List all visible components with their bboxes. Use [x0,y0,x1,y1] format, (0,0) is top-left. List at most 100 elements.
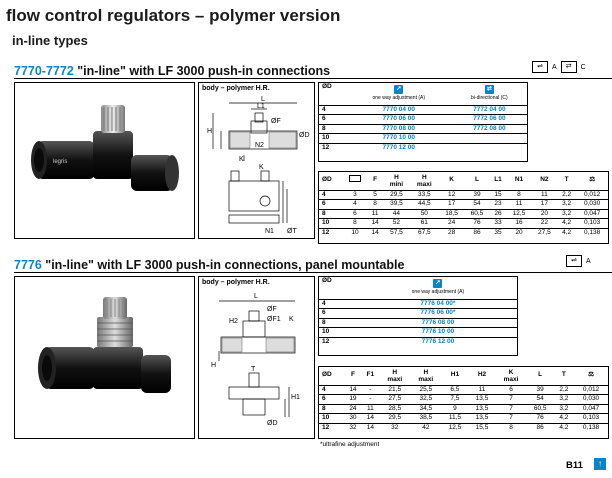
section2-symbols: ⇌ A [566,255,591,267]
part-number-cell: 7772 08 00 [473,124,506,132]
dimension-cell: 76 [536,414,544,422]
od-cell: 8 [322,124,326,132]
dimension-cell: 28 [447,228,456,236]
od-cell: 6 [322,200,326,208]
section1-rule [14,78,612,79]
dimension-cell: 86 [536,423,544,431]
section1-title: 7770-7772 "in-line" with LF 3000 push-in… [14,64,330,78]
section1-symbols: ⇌ A ⇄ C [532,61,586,73]
dimension-cell: 23 [494,200,502,208]
col-od: ØD [319,83,346,106]
dimension-cell: 57,5 [390,228,403,236]
regulator-symbol-icon: ⇌ [532,61,548,73]
col-od: ØD [319,172,343,191]
od-cell: 6 [322,115,326,123]
od-cell: 12 [322,337,330,345]
dimension-cell: 20 [515,228,523,236]
section2-title: 7776 "in-line" with LF 3000 push-in conn… [14,258,404,272]
dimension-cell: 7,5 [450,395,460,403]
svg-text:legris: legris [53,159,67,165]
part-number-cell: 7772 06 00 [473,115,506,123]
dimension-cell: 11 [541,190,548,198]
od-cell: 4 [322,105,326,113]
col-one-way: one way adjustment (A) [372,94,426,101]
dimension-cell: 29,5 [388,414,402,422]
symbol-c-label: C [580,63,586,71]
part-number-cell: 7770 04 00 [382,105,416,113]
ordering-table-7770: ØD ↗ one way adjustment (A) ⇄ bi-directi… [318,82,528,162]
dimension-cell: 3,2 [562,209,572,217]
dimension-cell: 34,5 [419,404,433,412]
dimension-cell: 0,012 [583,190,601,198]
dimension-cell: 25,5 [419,385,433,393]
dimension-cell: 27,5 [538,228,551,236]
part-number-cell: 7772 04 00 [473,105,506,113]
one-way-icon: ↗ [433,278,443,288]
col-n1: N1 [506,172,532,191]
od-cell: 6 [322,309,326,317]
dim-of1: ØF1 [267,316,281,323]
dimension-cell: 60,5 [470,209,484,217]
dimension-cell: 8 [517,190,521,198]
dimension-cell: 12 [447,190,456,198]
dimension-cell: 39,5 [390,200,403,208]
dimension-cell: 13,5 [475,404,489,412]
dimension-cell: 17 [540,200,548,208]
dimension-diagram-7770: body – polymer H.R. L L1 H ØF [198,82,315,239]
dimension-cell: 14 [366,423,374,431]
weight-icon: ⚖ [576,172,608,191]
dimension-cell: 18,5 [445,209,458,217]
dimension-cell: 0,012 [582,385,600,393]
dimension-cell: 12,5 [448,423,462,431]
dimension-cell: 28,5 [388,404,402,412]
dimension-cell: 54 [536,395,544,403]
dimension-cell: 4,2 [559,423,569,431]
dim-l1: L1 [257,103,265,110]
dimension-cell: 15,5 [475,423,489,431]
dimension-cell: 39 [536,385,544,393]
dimension-cell: 5 [373,190,377,198]
dimension-cell: 44,5 [417,200,431,208]
dimension-cell: 33 [494,219,502,227]
col-l1: L1 [489,172,507,191]
dimension-cell: 6 [353,209,357,217]
part-number-cell: 7770 06 00 [382,115,416,123]
section2-code: 7776 [14,258,42,272]
od-cell: 8 [322,209,326,217]
dimension-cell: 11 [515,200,523,208]
dimension-cell: 4 [353,200,357,208]
dimension-cell: 0,047 [583,209,601,217]
dimension-cell: 60,5 [533,404,547,412]
dimension-cell: 17 [447,200,456,208]
page-number: B11 [566,460,583,471]
dimension-cell: 14 [349,385,357,393]
page-subtitle: in-line types [12,33,88,48]
dim-of: ØF [271,118,281,125]
product-photo-7770: legris [14,82,195,239]
col-h2: H2 [468,367,496,386]
dim-od: ØD [267,420,278,427]
dimension-cell: 12,5 [512,209,526,217]
section1-title-text: "in-line" with LF 3000 push-in connectio… [73,64,331,78]
dimension-cell: 14 [366,414,374,422]
dimension-cell: 2,2 [559,385,569,393]
dimension-cell: 8 [353,219,357,227]
od-cell: 12 [322,228,330,236]
dimension-cell: 24 [447,219,456,227]
dimension-cell: 7 [509,414,513,422]
dimension-cell: 29,5 [390,190,403,198]
dimension-cell: 3 [353,190,357,198]
